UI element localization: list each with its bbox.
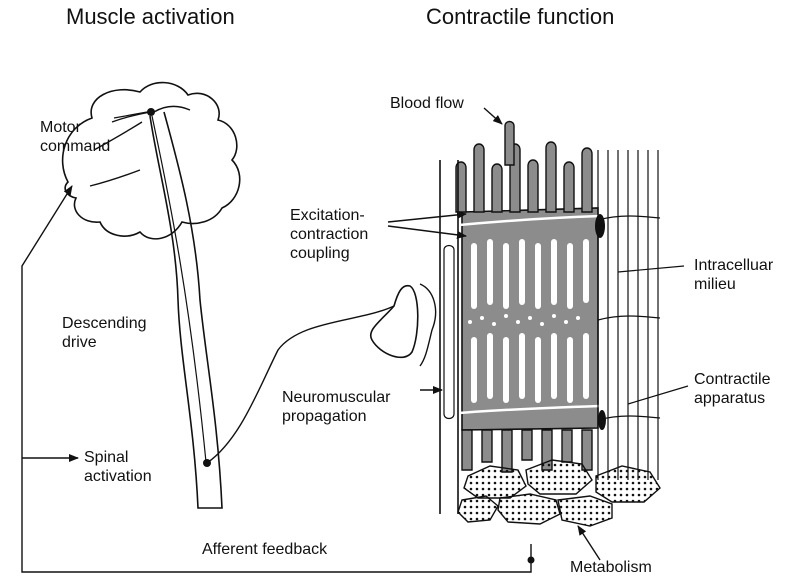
label-blood-flow: Blood flow — [390, 95, 464, 112]
fiber-left-wall — [439, 160, 459, 514]
neuromuscular-junction — [369, 284, 419, 358]
label-metabolism: Metabolism — [570, 559, 652, 576]
label-neuromuscular-propagation: Neuromuscular propagation — [282, 389, 391, 425]
fiber-top-projections — [455, 141, 593, 213]
heading-muscle-activation: Muscle activation — [66, 4, 235, 29]
brain-fold — [89, 169, 141, 187]
label-contractile-apparatus: Contractile apparatus — [694, 371, 771, 407]
fiber-bottom-projections — [461, 429, 593, 473]
ecc-arrow — [387, 225, 467, 239]
nucleus-bottom — [598, 410, 606, 430]
membrane-line — [447, 214, 601, 228]
apparatus-leader — [627, 385, 689, 405]
spinal-cord — [149, 111, 223, 509]
junction-cleft — [419, 283, 437, 367]
fiber-left-inner — [443, 244, 455, 420]
label-afferent-feedback: Afferent feedback — [202, 541, 328, 558]
motor-command-leader — [113, 111, 148, 119]
afferent-feedback-loop — [21, 185, 532, 573]
mitochondria — [457, 459, 661, 527]
motor-neuron-dot — [147, 108, 155, 116]
blood-vessel — [504, 120, 515, 166]
membrane-line — [447, 404, 601, 416]
blood-flow-arrow — [483, 107, 503, 125]
label-motor-command: Motor command — [40, 119, 111, 155]
heading-contractile-function: Contractile function — [426, 4, 615, 29]
motor-axon — [206, 305, 395, 464]
milieu-leader — [617, 265, 685, 273]
metabolism-arrow — [577, 525, 601, 561]
brain-fold — [93, 121, 143, 151]
myofibril-bundle — [597, 150, 661, 480]
label-spinal-activation: Spinal activation — [84, 449, 152, 485]
ecc-arrow — [387, 210, 467, 223]
label-excitation-contraction-coupling: Excitation- contraction coupling — [290, 207, 369, 262]
t-tubules — [471, 239, 589, 403]
label-descending-drive: Descending drive — [62, 315, 147, 351]
label-intracellular-milieu: Intracelluar milieu — [694, 257, 774, 293]
dot-band — [468, 314, 580, 326]
brain-fold — [153, 105, 191, 113]
feedback-origin-dot — [527, 556, 535, 564]
descending-tract — [151, 115, 207, 463]
brain-outline — [61, 81, 241, 240]
nucleus-top — [595, 214, 605, 238]
